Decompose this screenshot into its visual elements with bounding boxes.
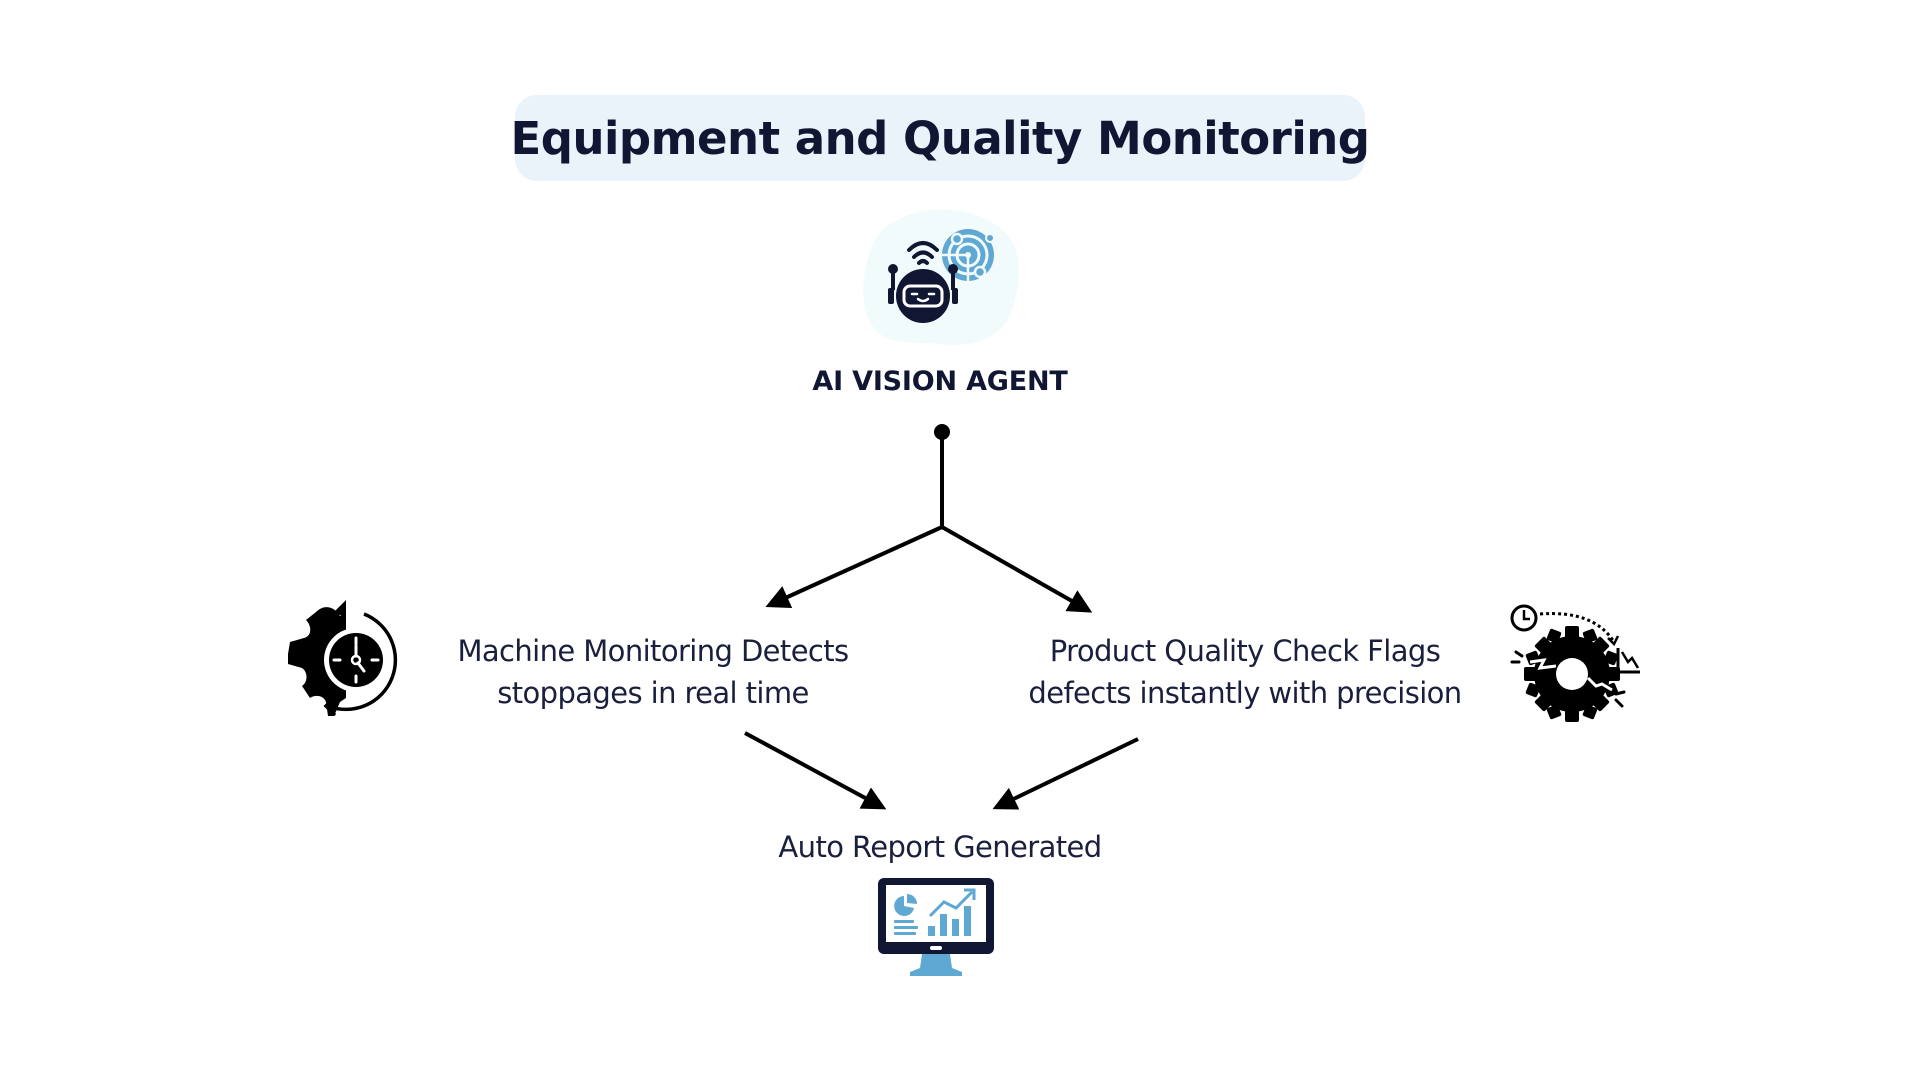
monitor-analytics-icon xyxy=(878,878,994,976)
diagram-title: Equipment and Quality Monitoring xyxy=(510,111,1371,165)
gear-clock-refresh-icon xyxy=(288,600,398,716)
broken-gear-decline-icon xyxy=(1510,604,1640,722)
trend-line-glyph xyxy=(928,890,974,918)
machine-monitoring-line-2: stoppages in real time xyxy=(497,676,809,710)
gear-shape xyxy=(1524,626,1620,722)
quality-check-line-2: defects instantly with precision xyxy=(1028,676,1462,710)
wifi-icon xyxy=(907,241,939,265)
machine-monitoring-node: Machine Monitoring Detects stoppages in … xyxy=(430,630,876,714)
auto-report-label: Auto Report Generated xyxy=(778,830,1102,864)
arrow-agent-to-machine-monitoring xyxy=(765,525,943,608)
title-banner: Equipment and Quality Monitoring xyxy=(511,95,1370,181)
quality-check-node: Product Quality Check Flags defects inst… xyxy=(1000,630,1490,714)
robot-with-radar-icon xyxy=(863,209,1019,345)
arrow-agent-to-quality-check xyxy=(941,525,1093,613)
robot-antennas xyxy=(888,264,958,304)
bar-chart-glyph xyxy=(928,906,971,936)
machine-monitoring-line-1: Machine Monitoring Detects xyxy=(457,634,849,668)
pie-chart-glyph xyxy=(894,894,918,935)
arrow-quality-check-to-report xyxy=(992,737,1139,810)
quality-check-line-1: Product Quality Check Flags xyxy=(1049,634,1441,668)
arrow-machine-monitoring-to-report xyxy=(744,731,887,810)
ai-vision-agent-label: AI VISION AGENT xyxy=(812,366,1068,397)
robot-head xyxy=(896,269,950,323)
